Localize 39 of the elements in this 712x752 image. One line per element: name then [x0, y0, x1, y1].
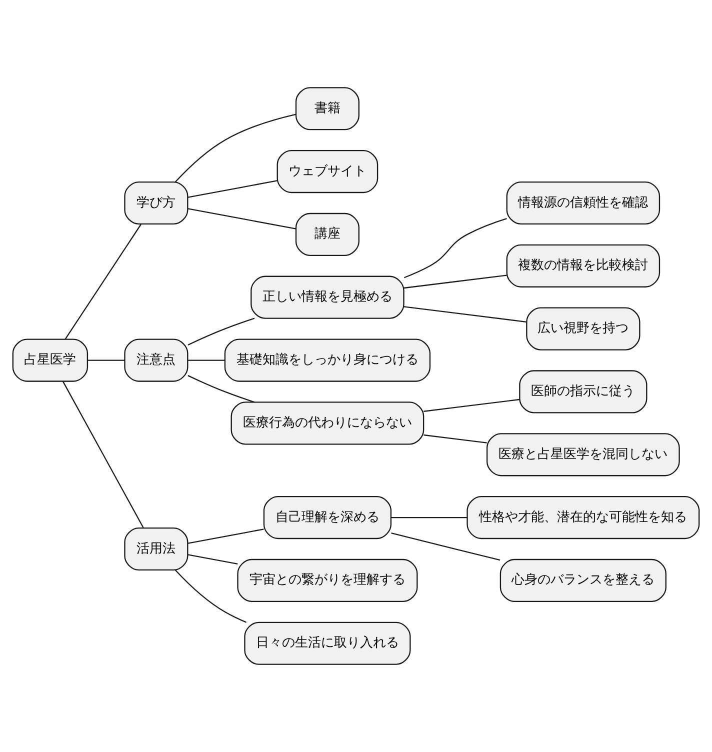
- node-box: 医師の指示に従う: [519, 370, 648, 414]
- connector: [62, 381, 144, 528]
- connector: [188, 208, 296, 230]
- connector: [391, 532, 500, 561]
- connector: [404, 306, 526, 322]
- connector: [188, 360, 225, 361]
- node-box: 講座: [295, 212, 360, 256]
- node-box: 医療行為の代わりにならない: [230, 402, 424, 445]
- connector: [188, 180, 278, 198]
- connector: [404, 274, 507, 289]
- connector: [174, 570, 246, 623]
- connector: [188, 528, 264, 544]
- node-box: 書籍: [295, 87, 360, 130]
- connector: [424, 398, 520, 412]
- node-box: 心身のバランスを整える: [500, 558, 666, 602]
- connector: [391, 516, 468, 518]
- node-box: 複数の情報を比較検討: [506, 244, 660, 288]
- node-box: 注意点: [124, 338, 188, 382]
- connector: [88, 360, 124, 361]
- connector: [424, 434, 487, 444]
- node-box: 基礎知識をしっかり身につける: [224, 338, 431, 382]
- connector: [64, 224, 142, 340]
- node-box: 広い視野を持つ: [526, 307, 640, 350]
- node-box: 自己理解を深める: [263, 496, 392, 540]
- node-box: ウェブサイト: [276, 150, 378, 194]
- connector: [174, 114, 296, 182]
- node-box: 活用法: [124, 527, 188, 571]
- node-box: 情報源の信頼性を確認: [506, 181, 660, 225]
- connector: [404, 218, 507, 278]
- node-box: 正しい情報を見極める: [250, 276, 404, 319]
- node-box: 占星医学: [12, 338, 88, 382]
- node-box: 性格や才能、潜在的な可能性を知る: [466, 496, 700, 540]
- node-box: 医療と占星医学を混同しない: [486, 433, 680, 476]
- connector: [188, 375, 255, 403]
- node-box: 宇宙との繋がりを理解する: [237, 558, 418, 602]
- connector: [188, 318, 255, 346]
- connector: [188, 554, 238, 565]
- node-box: 学び方: [124, 181, 188, 225]
- node-box: 日々の生活に取り入れる: [244, 622, 411, 665]
